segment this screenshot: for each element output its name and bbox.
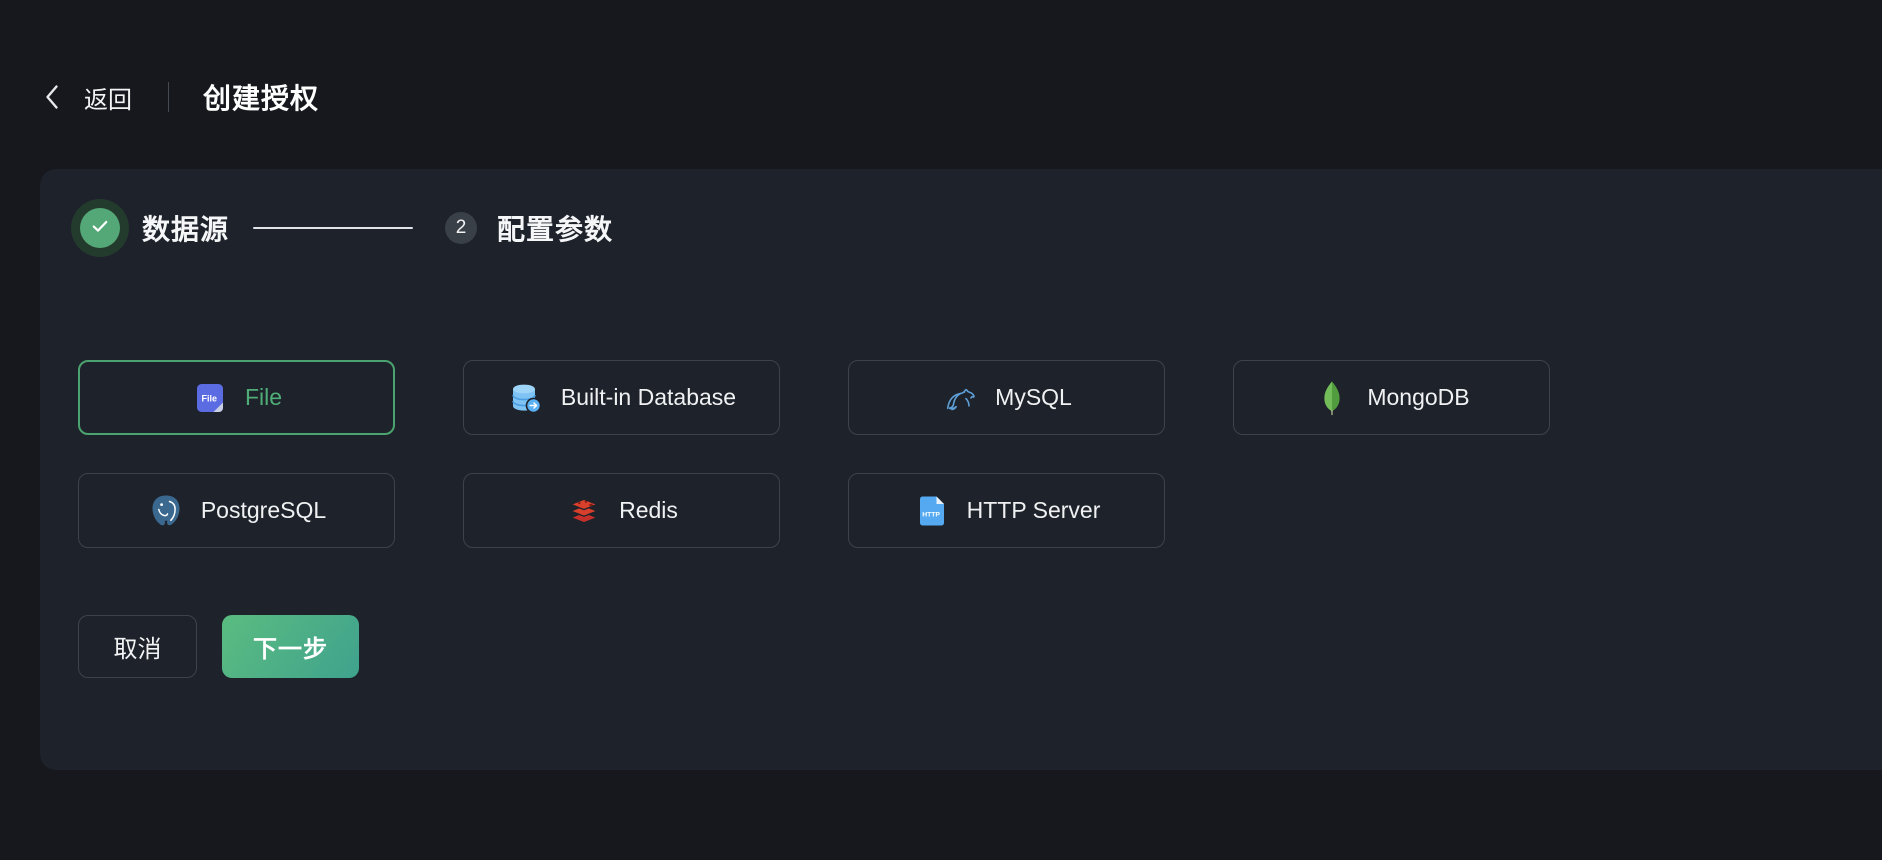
page-header: 返回 创建授权 — [44, 75, 319, 119]
datasource-option-http-server[interactable]: HTTP HTTP Server — [848, 473, 1165, 548]
svg-text:HTTP: HTTP — [922, 511, 940, 518]
builtin-database-icon — [507, 379, 545, 417]
card-footer: 取消 下一步 — [78, 615, 359, 678]
datasource-option-built-in-database[interactable]: Built-in Database — [463, 360, 780, 435]
datasource-option-redis[interactable]: Redis — [463, 473, 780, 548]
file-icon: File — [191, 379, 229, 417]
step-2-number: 2 — [455, 217, 467, 238]
postgresql-icon — [147, 492, 185, 530]
step-2-number-circle: 2 — [445, 212, 478, 244]
datasource-label-postgresql: PostgreSQL — [200, 497, 327, 523]
header-divider — [168, 82, 169, 112]
datasource-label-redis: Redis — [619, 497, 678, 523]
http-server-icon: HTTP — [913, 492, 951, 530]
page-title: 创建授权 — [203, 83, 320, 114]
datasource-label-mysql: MySQL — [995, 384, 1072, 410]
datasource-option-mongodb[interactable]: MongoDB — [1233, 360, 1550, 435]
datasource-option-mysql[interactable]: MySQL — [848, 360, 1165, 435]
redis-icon — [565, 492, 603, 530]
datasource-label-built-in-database: Built-in Database — [560, 384, 737, 410]
datasource-option-postgresql[interactable]: PostgreSQL — [78, 473, 395, 548]
step-connector-line — [253, 227, 414, 229]
next-step-button[interactable]: 下一步 — [222, 615, 359, 678]
check-icon — [89, 215, 111, 242]
datasource-option-file[interactable]: File File — [78, 360, 395, 435]
svg-text:File: File — [201, 393, 217, 403]
cancel-button[interactable]: 取消 — [78, 615, 197, 678]
datasource-label-file: File — [244, 384, 283, 410]
mongodb-icon — [1313, 379, 1351, 417]
step-2-label: 配置参数 — [497, 214, 614, 245]
datasource-grid: File File Built-in Database MySQL MongoD… — [78, 360, 1550, 548]
chevron-left-icon — [44, 84, 60, 110]
back-button[interactable]: 返回 — [44, 80, 132, 115]
step-indicator: 数据源 2 配置参数 — [80, 199, 613, 257]
back-label[interactable]: 返回 — [84, 86, 132, 114]
datasource-label-http-server: HTTP Server — [966, 497, 1101, 523]
create-authorization-card: 数据源 2 配置参数 File File Built-in Database M… — [40, 169, 1882, 770]
step-1-done-circle — [80, 208, 120, 248]
mysql-icon — [941, 379, 979, 417]
step-1-label: 数据源 — [142, 214, 230, 245]
datasource-label-mongodb: MongoDB — [1367, 384, 1470, 410]
